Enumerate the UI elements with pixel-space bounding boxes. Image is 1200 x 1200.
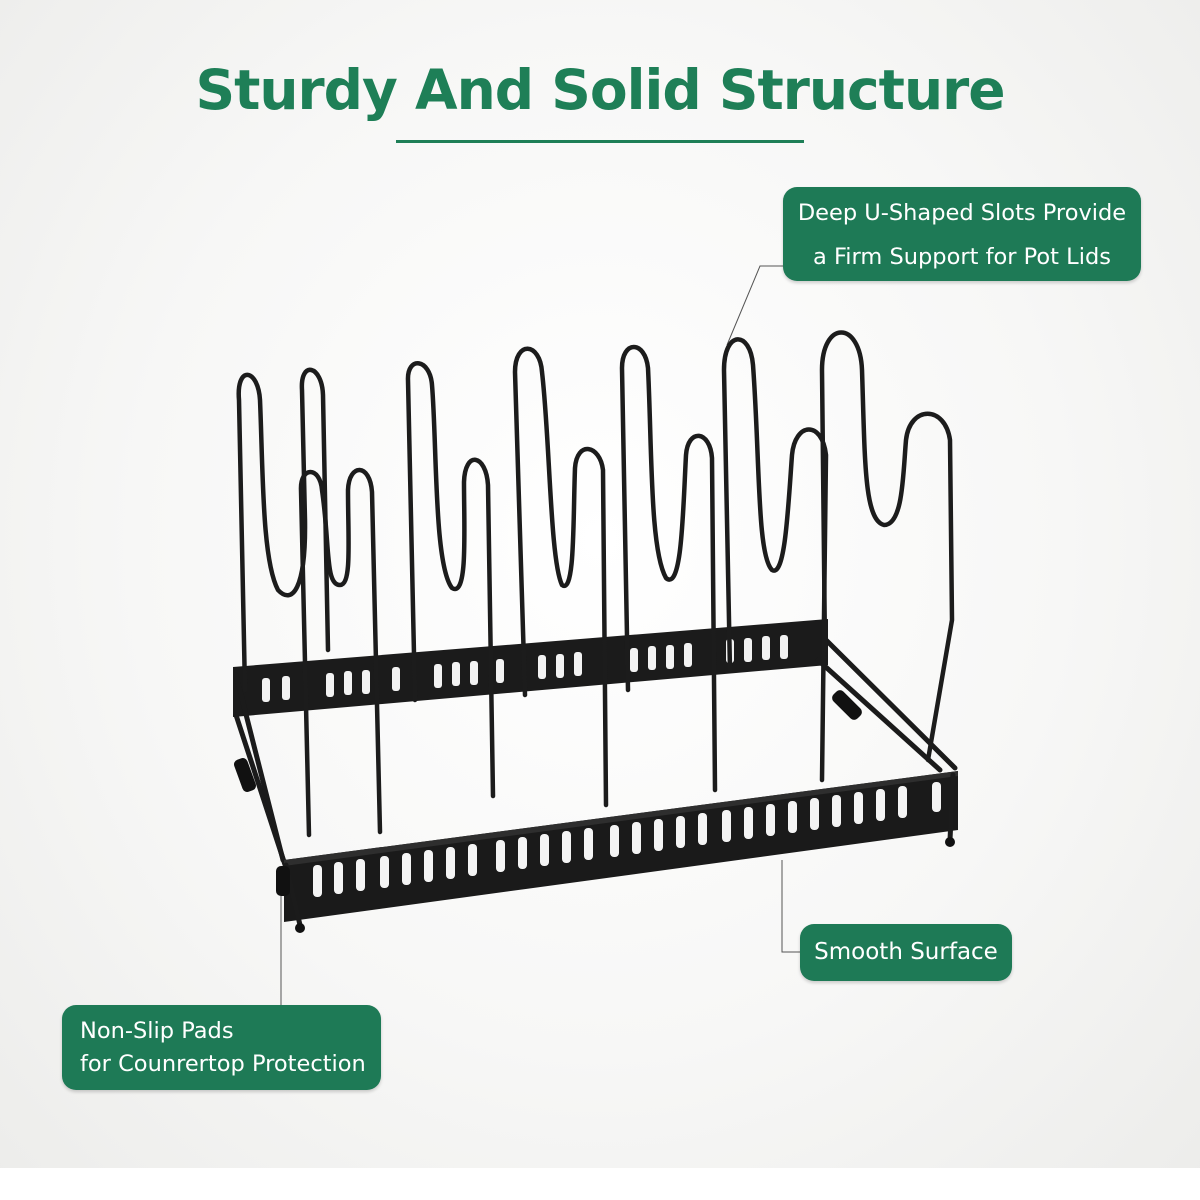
callout-slots-line2: a Firm Support for Pot Lids — [813, 244, 1111, 270]
non-slip-pads — [276, 837, 955, 933]
pad-side-left — [276, 866, 290, 896]
leader-line-surface — [781, 860, 800, 953]
callout-u-shaped-slots: Deep U-Shaped Slots Provide a Firm Suppo… — [783, 187, 1141, 281]
frame-connectors — [234, 690, 862, 792]
leader-line-slots — [726, 265, 783, 346]
title-underline — [396, 140, 804, 143]
callout-smooth-surface: Smooth Surface — [800, 924, 1012, 981]
callout-pads-line1: Non-Slip Pads — [80, 1018, 234, 1044]
callout-slots-line1: Deep U-Shaped Slots Provide — [797, 200, 1127, 226]
leader-lines — [280, 265, 800, 1005]
footer-band — [0, 1168, 1200, 1200]
front-rail — [284, 771, 958, 922]
callout-pads-line2: for Counrertop Protection — [80, 1051, 366, 1077]
wire-dividers — [236, 330, 955, 838]
front-rail-slots — [313, 782, 941, 897]
page-title: Sturdy And Solid Structure — [195, 58, 1005, 122]
pad-front-right — [945, 837, 955, 847]
back-rail — [233, 619, 828, 717]
callout-surface-label: Smooth Surface — [814, 939, 998, 965]
pad-front-left — [295, 923, 305, 933]
side-frame — [233, 637, 958, 883]
back-rail-slots — [262, 635, 788, 702]
callout-non-slip-pads: Non-Slip Pads for Counrertop Protection — [62, 1005, 381, 1090]
